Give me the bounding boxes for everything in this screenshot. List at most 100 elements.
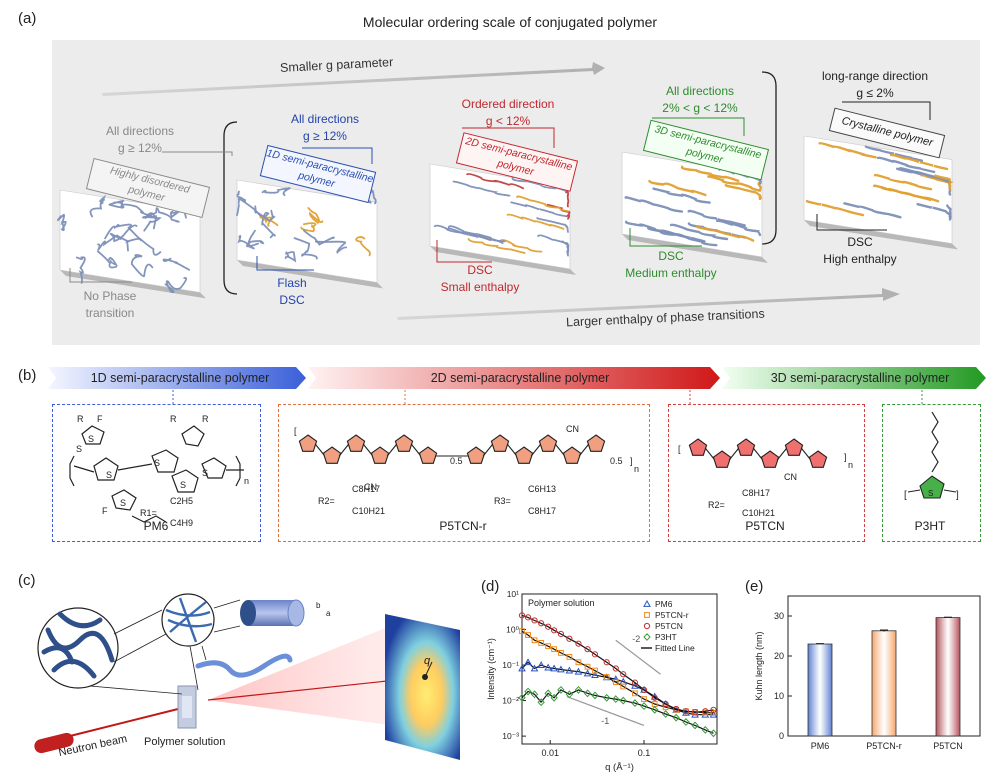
- state4-direction: long-range direction: [821, 69, 929, 83]
- x-tick-label: PM6: [811, 741, 830, 751]
- data-point-P3HT: [574, 685, 583, 694]
- svg-text:n: n: [244, 476, 249, 486]
- x-tick-label: 0.1: [638, 748, 651, 758]
- state2-bottom2: Small enthalpy: [440, 280, 520, 294]
- panel-label-a: (a): [18, 10, 37, 27]
- fitted-line: [521, 689, 714, 734]
- data-point-P5TCN: [575, 640, 582, 647]
- data-point-P3HT: [612, 695, 620, 704]
- data-point-P5TCN: [651, 694, 658, 701]
- data-point-P5TCN: [631, 679, 639, 686]
- data-point-PM6: [544, 663, 552, 671]
- svg-text:S: S: [106, 470, 112, 480]
- svg-text:S: S: [120, 498, 126, 508]
- svg-text:]: ]: [956, 490, 959, 501]
- svg-text:S: S: [928, 489, 933, 498]
- data-point-P3HT: [640, 702, 648, 711]
- thiophene-ring: [466, 446, 486, 464]
- y-tick-label: 30: [774, 611, 784, 621]
- data-point-PM6: [583, 669, 592, 677]
- y-tick-label: 10⁰: [506, 625, 519, 635]
- data-point-P3HT: [631, 699, 639, 708]
- data-point-P5TCN: [673, 705, 680, 713]
- p5tcn-c10h21: C10H21: [742, 508, 775, 518]
- data-point-P3HT: [524, 687, 532, 696]
- thiophene-ring: [490, 434, 510, 452]
- state3-bottom-line: [629, 228, 702, 247]
- bottom-arrow: [397, 288, 900, 320]
- data-point-P5TCN: [603, 659, 610, 666]
- p5tcn-box: [668, 404, 865, 542]
- x-tick-label: P5TCN-r: [866, 741, 902, 751]
- banner-arrows: [48, 367, 986, 389]
- data-point-P5TCN-r: [603, 674, 610, 680]
- data-point-PM6: [537, 661, 545, 668]
- data-point-PM6: [565, 666, 574, 674]
- data-point-PM6: [709, 710, 718, 718]
- legend-marker: [643, 622, 651, 630]
- right-bracket: [761, 71, 777, 245]
- state4-bottom-line: [816, 214, 887, 231]
- data-point-P3HT: [544, 689, 552, 698]
- svg-text:[: [: [294, 426, 297, 436]
- polymer-solution-label: Polymer solution: [144, 736, 226, 748]
- state1-label-line: [302, 147, 373, 164]
- data-point-P5TCN-r: [566, 653, 573, 660]
- q-label: q: [424, 655, 431, 667]
- p3ht-name: P3HT: [914, 519, 946, 533]
- svg-text:]: ]: [844, 452, 847, 462]
- y-tick-label: 10¹: [507, 589, 519, 599]
- p3ht-box: [882, 404, 981, 542]
- banner-2d: [308, 367, 720, 389]
- wormlike-chain: [195, 653, 293, 678]
- thiophene-ring: [346, 434, 366, 452]
- y-tick-label: 0: [779, 731, 784, 741]
- x-tick-label: P5TCN: [933, 741, 963, 751]
- state0-bottom-line: [69, 268, 132, 283]
- thiophene-ring: [562, 446, 582, 464]
- data-point-P5TCN-r: [710, 710, 717, 716]
- p5tcnr-r2-text: R2=: [318, 496, 335, 506]
- data-point-P3HT: [701, 725, 709, 734]
- state2-slab: [429, 163, 576, 275]
- state2-label-line: [462, 127, 555, 148]
- data-point-P5TCN: [584, 646, 591, 653]
- x-tick-label: 0.01: [541, 748, 559, 758]
- banner-3d: [722, 367, 986, 389]
- panel-label-b: (b): [18, 367, 37, 384]
- data-point-P3HT: [709, 729, 718, 738]
- p5tcnr-c6h13: C6H13: [528, 484, 556, 494]
- legend-label: PM6: [655, 599, 673, 609]
- y-tick-label: 10⁻¹: [502, 660, 519, 670]
- p5tcnr-cn2: CN: [566, 424, 579, 434]
- data-point-P5TCN-r: [575, 659, 582, 666]
- panel-a-graphics: [56, 62, 958, 320]
- y-tick-label: 10⁻²: [502, 696, 519, 706]
- data-point-PM6: [524, 658, 532, 666]
- legend-marker: [643, 633, 651, 641]
- panel-a-title: Molecular ordering scale of conjugated p…: [362, 14, 658, 30]
- thiophene-ring: [394, 434, 414, 452]
- data-point-P3HT: [661, 710, 670, 718]
- thiophene-ring: [322, 446, 342, 464]
- slope-guide-2: [615, 639, 661, 675]
- state4-label-line: [842, 101, 931, 120]
- state2-bottom1: DSC: [467, 263, 493, 277]
- thiophene-ring: [538, 434, 558, 452]
- bar-P5TCN-r: [871, 630, 897, 737]
- data-point-PM6: [574, 667, 583, 675]
- p5tcnr-box: [278, 404, 650, 542]
- data-point-P5TCN-r: [641, 696, 647, 703]
- thiophene-ring: [514, 446, 534, 464]
- top-arrow: [102, 62, 605, 96]
- banner-1d-label: 1D semi-paracrystalline polymer: [90, 371, 270, 385]
- sans-schematic: q b a: [34, 593, 460, 760]
- thiophene-ring: [298, 434, 318, 452]
- state2-g: g < 12%: [485, 114, 531, 128]
- state1-slab: [236, 179, 383, 289]
- data-point-P5TCN: [518, 612, 526, 619]
- panel-label-d: (d): [481, 578, 500, 595]
- state1-direction: All directions: [290, 112, 360, 126]
- p5tcn-structure: []n CN R2= C8H17 C10H21: [678, 438, 853, 518]
